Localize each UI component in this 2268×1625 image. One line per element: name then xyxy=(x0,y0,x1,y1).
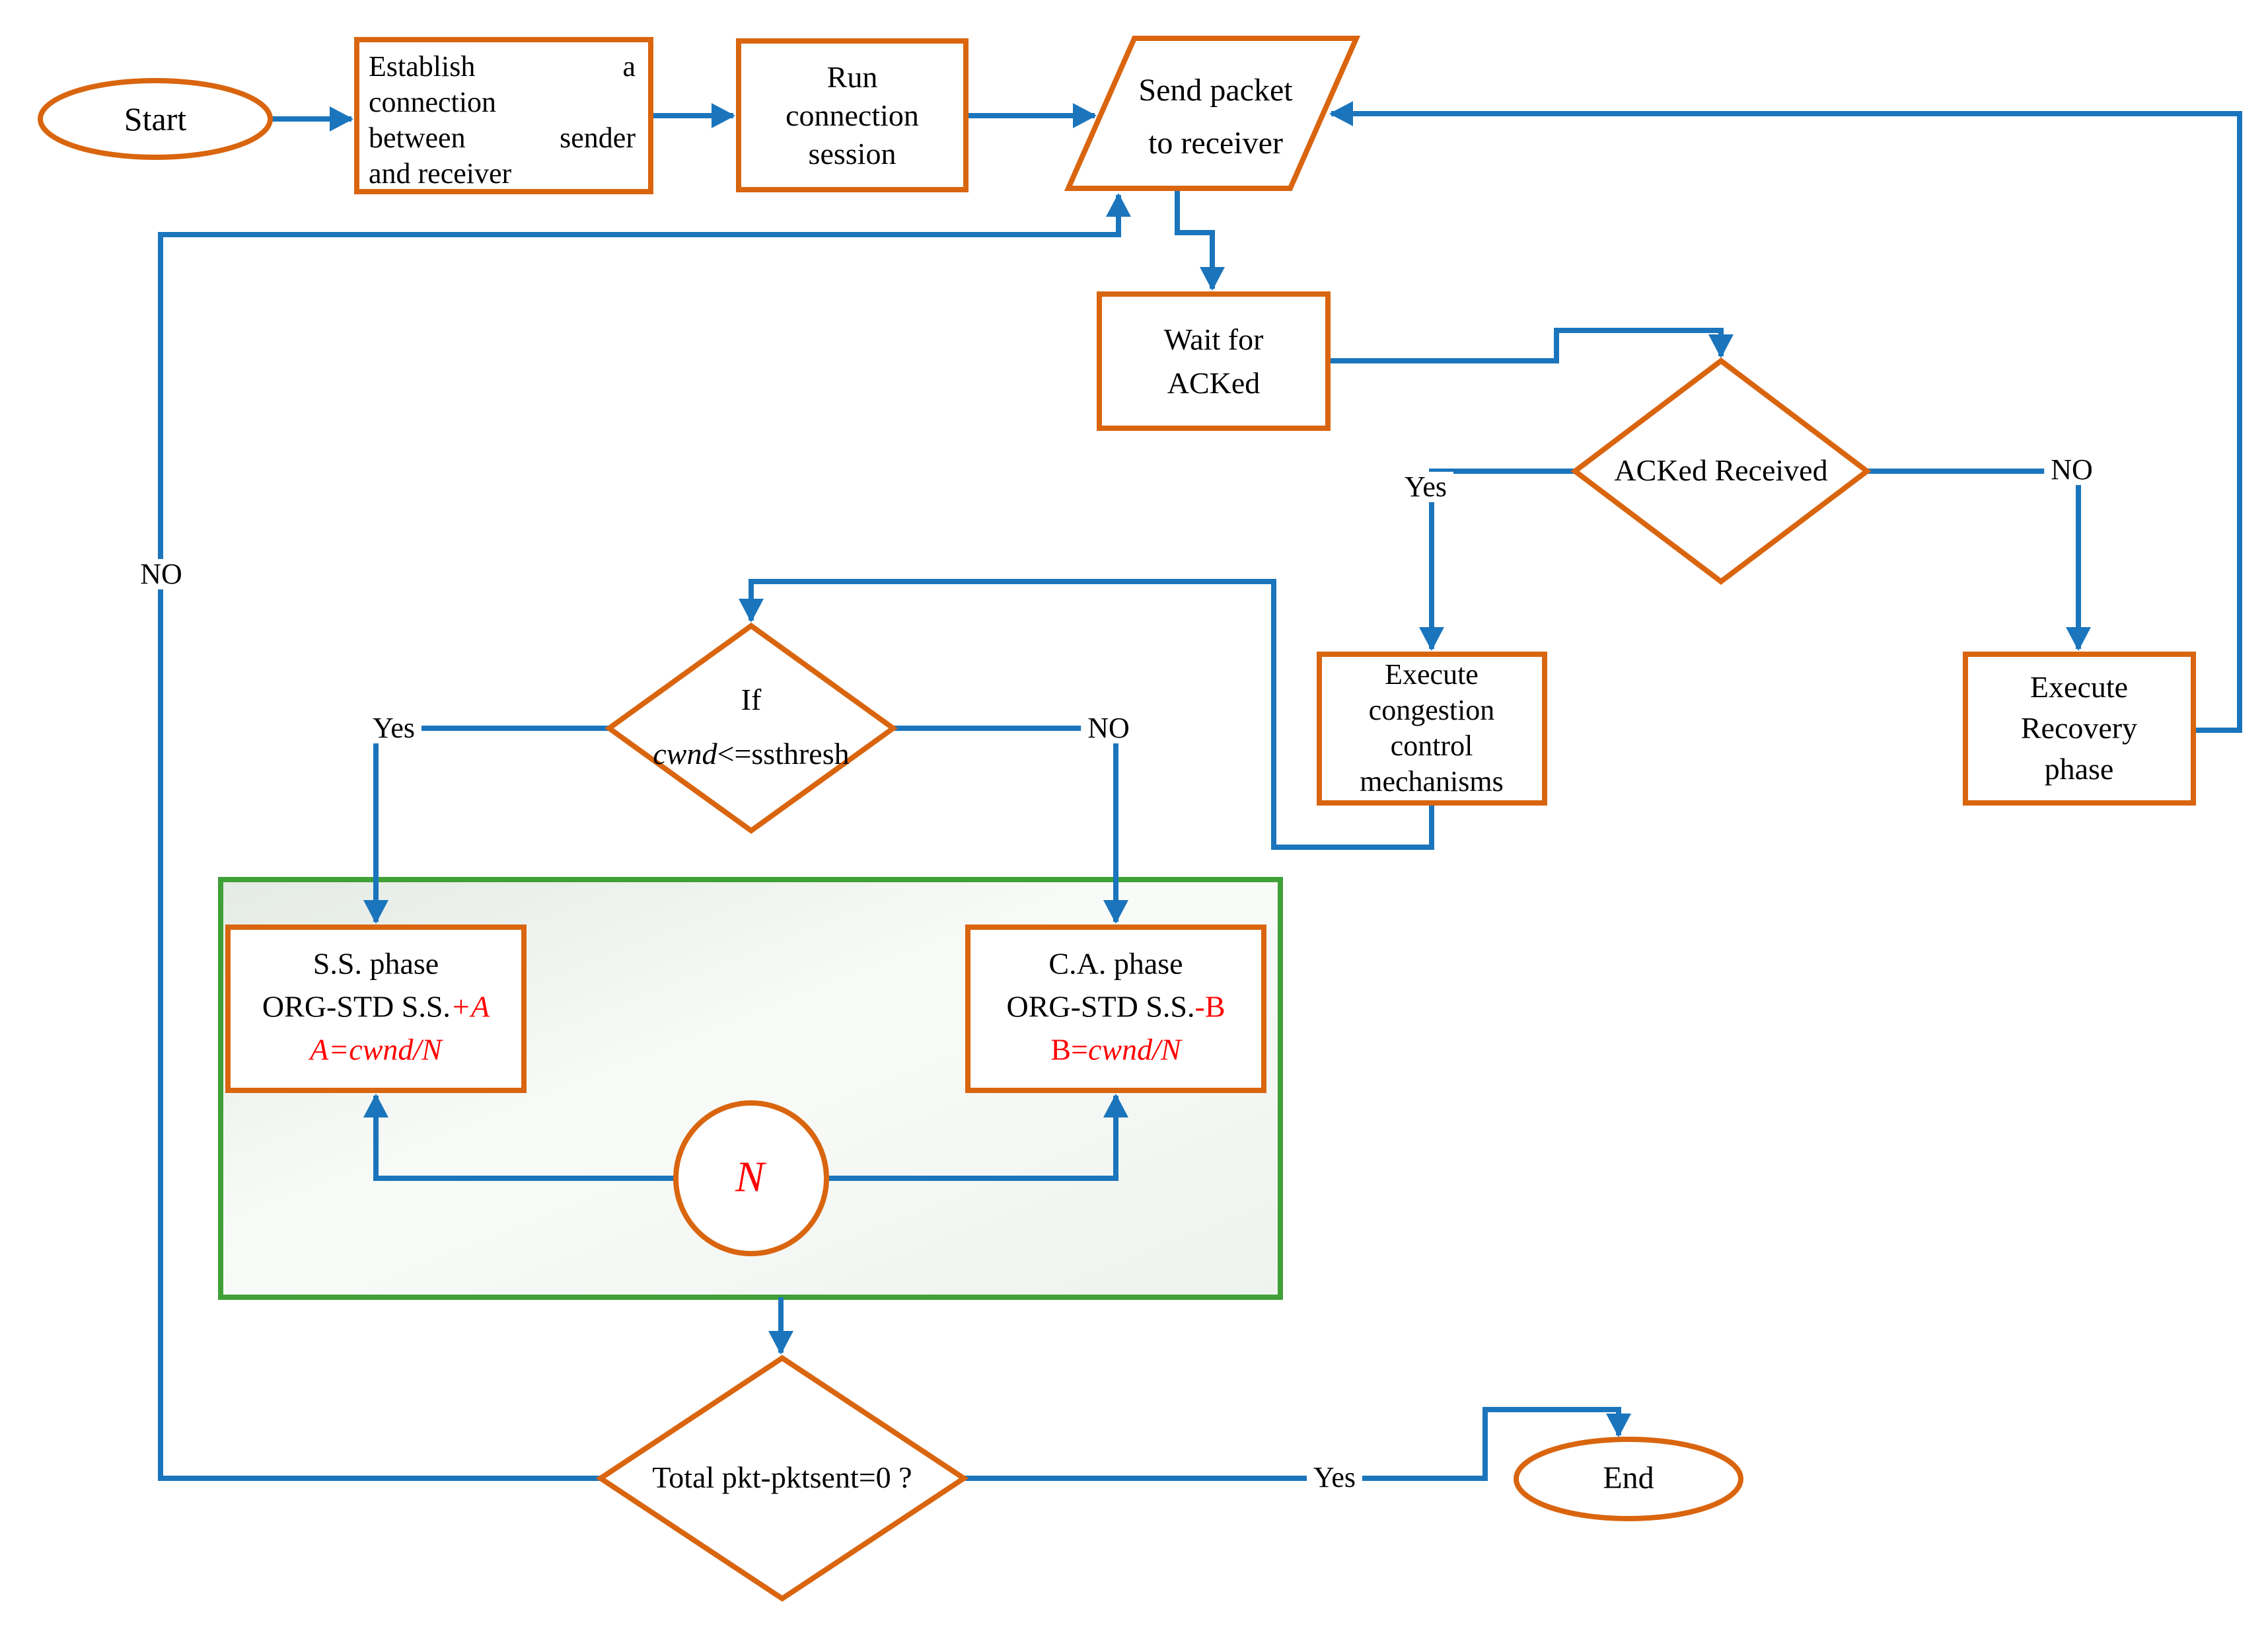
acked-received-label: ACKed Received xyxy=(1614,453,1828,487)
ca-phase-label: C.A. phase ORG-STD S.S.-B B=cwnd/N xyxy=(1006,946,1225,1067)
edge-recovery-feedback-send xyxy=(1329,101,2242,733)
total-check-label: Total pkt-pktsent=0 ? xyxy=(652,1460,912,1494)
n-circle-label: N xyxy=(735,1153,765,1201)
node-end xyxy=(1514,1437,1743,1521)
start-label: Start xyxy=(124,100,187,137)
node-ss-phase xyxy=(225,925,527,1093)
edge-label-if-yes: Yes xyxy=(365,712,422,744)
edge-label-if-no: NO xyxy=(1081,712,1136,744)
if-cwnd-label: If cwnd<=ssthresh xyxy=(653,683,850,771)
edge-total-no-send xyxy=(158,193,1131,1481)
edge-label-total-yes: Yes xyxy=(1306,1462,1363,1493)
edge-wait-acked xyxy=(1328,328,1734,363)
wait-acked-label: Wait for ACKed xyxy=(1163,322,1264,400)
edge-label-acked-yes: Yes xyxy=(1397,471,1454,503)
node-execute-recovery xyxy=(1963,652,2196,806)
node-execute-congestion xyxy=(1317,652,1547,806)
node-wait-acked xyxy=(1097,291,1331,431)
node-start xyxy=(38,78,273,160)
edge-congestion-to-ifcwnd xyxy=(739,579,1434,850)
node-total-pkt-decision xyxy=(595,1355,969,1602)
node-acked-received-decision xyxy=(1570,357,1872,586)
edge-label-acked-no: NO xyxy=(2044,454,2100,486)
node-if-cwnd-decision xyxy=(604,623,898,834)
edge-acked-yes-congestion xyxy=(1419,469,1575,651)
node-send-packet xyxy=(1064,36,1361,191)
edge-label-total-no: NO xyxy=(133,558,189,590)
edge-n-to-ca xyxy=(826,1094,1128,1181)
node-n-circle xyxy=(673,1100,829,1256)
ss-phase-label: S.S. phase ORG-STD S.S.+A A=cwnd/N xyxy=(262,946,490,1067)
node-establish-connection xyxy=(354,37,653,194)
edge-n-to-ss xyxy=(363,1094,676,1181)
end-label: End xyxy=(1603,1460,1654,1495)
run-session-label: Run connection session xyxy=(786,60,919,170)
send-packet-label: Send packet to receiver xyxy=(1138,73,1293,161)
edge-send-wait xyxy=(1175,188,1225,291)
execute-recovery-label: Execute Recovery phase xyxy=(2020,670,2138,786)
edge-acked-no-recovery xyxy=(1867,469,2091,651)
node-run-session xyxy=(736,38,969,192)
execute-congestion-label: Execute congestion control mechanisms xyxy=(1360,658,1504,798)
node-ca-phase xyxy=(965,925,1266,1093)
